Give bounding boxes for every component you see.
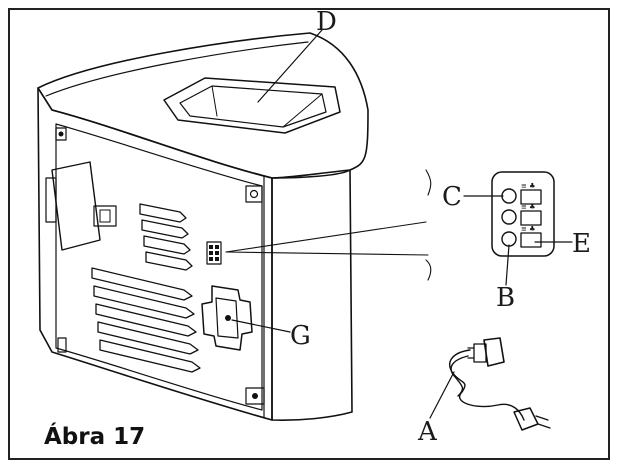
side-latch-plate (45, 161, 117, 251)
leader-A (429, 371, 455, 419)
leader-B (505, 244, 510, 286)
label-D: D (316, 7, 337, 37)
louver-slot (97, 321, 199, 355)
appliance-housing (37, 32, 369, 421)
leader-D (257, 29, 323, 103)
housing-side-face (271, 169, 353, 421)
louver-slot (95, 303, 197, 337)
louver-slot (143, 235, 191, 255)
housing-screws (55, 127, 265, 405)
ventilation-louvers (91, 203, 201, 373)
louver-slot (99, 339, 201, 373)
power-socket (201, 285, 253, 351)
louver-slot (139, 203, 187, 223)
reservoir-opening (163, 77, 341, 134)
label-G: G (290, 321, 311, 351)
label-A: A (417, 417, 438, 447)
figure-frame (8, 8, 610, 460)
louver-slot (93, 285, 195, 319)
label-B: B (496, 283, 515, 313)
housing-switch-cluster (206, 241, 222, 265)
svg-text:≡ ♣: ≡ ♣ (521, 203, 535, 211)
louver-slot (141, 219, 189, 239)
leader-G (231, 319, 291, 333)
figure-caption: Ábra 17 (44, 422, 145, 450)
control-panel-detail: ≡ ♣ ≡ ♣ ≡ ♣ (225, 169, 555, 281)
leader-lines (231, 29, 573, 419)
louver-slot (145, 251, 193, 271)
label-C: C (442, 182, 462, 212)
power-cord (449, 337, 551, 431)
label-E: E (572, 229, 591, 259)
svg-text:≡ ♣: ≡ ♣ (521, 182, 535, 190)
svg-text:≡ ♣: ≡ ♣ (521, 225, 535, 233)
louver-slot (91, 267, 193, 301)
